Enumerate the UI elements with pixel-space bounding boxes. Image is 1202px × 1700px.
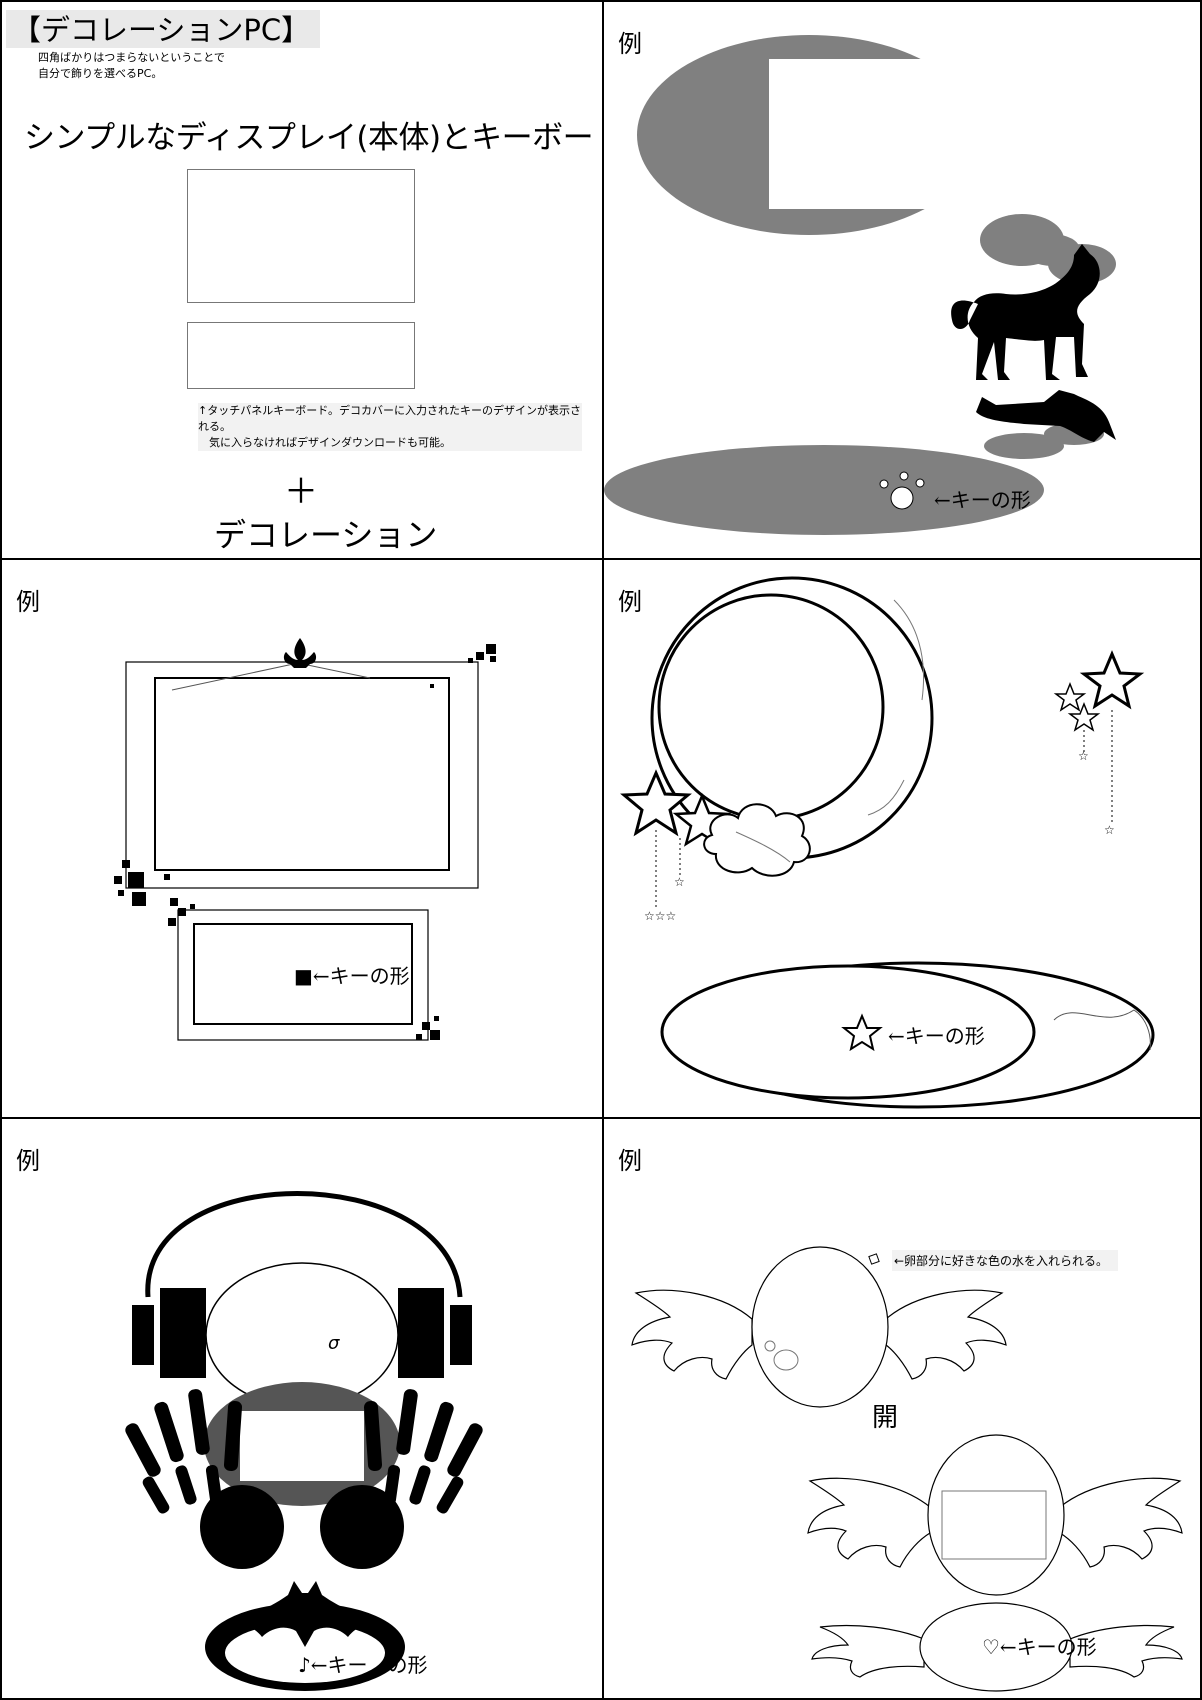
panel-intro: 【デコレーションPC】 四角ばかりはつまらないということで 自分で飾りを選べるP…	[0, 0, 604, 560]
key-shape-label: ←キーの形	[888, 1024, 985, 1048]
svg-text:☆: ☆	[674, 875, 685, 889]
keyboard-note: ↑タッチパネルキーボード。デコカバーに入力されたキーのデザインが表示される。 気…	[198, 403, 582, 451]
left-palm	[200, 1485, 284, 1569]
moon-shading	[867, 599, 924, 816]
egg-keyboard	[919, 1602, 1073, 1692]
star-icon-right-small	[1053, 681, 1087, 712]
paw-toe-2	[899, 471, 909, 481]
example-label: 例	[618, 588, 642, 616]
egg-display	[941, 1490, 1047, 1560]
star-icon-right-mid	[1067, 701, 1101, 732]
egg-cap	[868, 1253, 880, 1265]
left-wing-bottom	[807, 1477, 931, 1568]
panel-moon-example: 例 ☆☆☆ ☆ ☆ ☆ ←キーの形	[602, 558, 1202, 1119]
example-label: 例	[618, 1147, 642, 1175]
left-wing-top	[631, 1289, 753, 1380]
fleur-de-lis-icon	[283, 638, 317, 668]
plus-sign: ＋	[284, 472, 318, 512]
example-label: 例	[16, 588, 40, 616]
outer-display-frame	[125, 661, 479, 889]
right-earcup	[398, 1288, 444, 1378]
display-rect	[187, 169, 415, 303]
paw-toe-1	[879, 479, 889, 489]
star-icon-left-2	[672, 792, 732, 847]
egg-closed	[751, 1246, 889, 1408]
key-shape-label: ←キーの形	[934, 488, 1031, 512]
keyboard-inner	[240, 1411, 364, 1481]
outer-keyboard-frame	[177, 909, 429, 1041]
frame-string	[171, 662, 371, 691]
reflection-tail-1	[984, 433, 1064, 459]
headphone-illustration: σ	[125, 1191, 483, 1691]
svg-text:σ: σ	[328, 1333, 340, 1354]
example-label: 例	[16, 1147, 40, 1175]
right-palm	[320, 1485, 404, 1569]
bubble-tail-3	[1024, 234, 1080, 266]
bat-icon	[228, 1581, 382, 1647]
inner-keyboard-frame	[193, 923, 413, 1025]
display-screen	[769, 59, 1041, 209]
frame-illustration	[114, 638, 496, 1041]
egg-illustration	[631, 1246, 1183, 1692]
key-shape-label: ■←キーの形	[294, 964, 410, 988]
key-shape-label: ♡←キーの形	[982, 1635, 1097, 1659]
svg-text:☆☆☆: ☆☆☆	[644, 909, 676, 923]
panel-egg-example: 例	[602, 1117, 1202, 1700]
keyboard-rect	[187, 322, 415, 389]
display-circle	[657, 593, 885, 821]
svg-text:☆: ☆	[1078, 749, 1089, 763]
key-shape-label: ♪←キー の形	[298, 1653, 428, 1677]
left-wing-keyboard	[811, 1624, 925, 1678]
page-title: 【デコレーションPC】	[6, 10, 321, 48]
bat-keyboard-inner	[225, 1623, 385, 1683]
right-wing-keyboard	[1069, 1624, 1183, 1678]
skeleton-hand-left-icon	[125, 1389, 243, 1514]
intro-subtext: 四角ばかりはつまらないということで 自分で飾りを選べるPC。	[38, 51, 225, 80]
decoration-label: デコレーション	[214, 516, 438, 554]
star-icon-large-left	[620, 769, 692, 837]
inner-display-frame	[154, 677, 450, 871]
cat-reflection-icon	[976, 390, 1116, 442]
panel-frame-example: 例 ■←キーの形	[0, 558, 604, 1119]
egg-water-note: ←卵部分に好きな色の水を入れられる。	[892, 1250, 1119, 1271]
cloud-icon	[703, 803, 811, 877]
headline: シンプルなディスプレイ(本体)とキーボード	[24, 120, 604, 156]
keyboard-ellipse	[604, 445, 1044, 535]
paw-toe-3	[915, 478, 925, 488]
star-icon-key	[841, 1013, 883, 1052]
svg-text:☆: ☆	[1104, 823, 1115, 837]
paw-main-pad	[890, 486, 914, 510]
left-earcup	[160, 1288, 206, 1378]
moon-illustration: ☆☆☆ ☆ ☆ ☆	[620, 576, 1155, 1109]
headband	[145, 1191, 463, 1298]
cat-illustration	[604, 35, 1116, 535]
example-label: 例	[618, 30, 642, 58]
right-wing-bottom	[1059, 1477, 1183, 1568]
panel-cat-example: 例 ←キーの形	[602, 0, 1202, 560]
open-label: 開	[872, 1403, 899, 1433]
panel-headphone-example: 例 σ	[0, 1117, 604, 1700]
cat-silhouette-icon	[951, 244, 1100, 380]
right-wing-top	[885, 1289, 1007, 1380]
star-icon-right-large	[1079, 650, 1145, 710]
